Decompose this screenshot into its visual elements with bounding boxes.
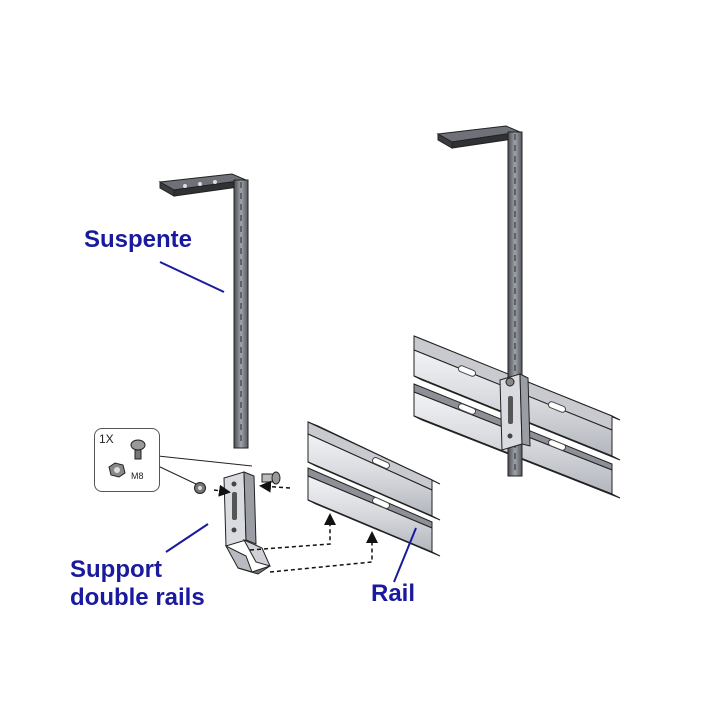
rail-leader-line: [393, 527, 417, 583]
hardware-callout: 1X M8: [94, 428, 160, 492]
assembly-arrow: [249, 513, 336, 551]
bolt-nut-icon: [108, 439, 146, 478]
nut-left: [194, 482, 206, 494]
support-bracket-left: [223, 471, 271, 575]
support-label-line1: Support: [70, 556, 162, 583]
assembled-view: [413, 125, 621, 499]
assembly-arrow: [213, 484, 231, 497]
callout-leader: [157, 455, 253, 467]
support-double-rails-label: Support double rails: [70, 556, 205, 612]
rail-left: [307, 421, 441, 557]
rail-label: Rail: [371, 580, 416, 607]
hardware-quantity: 1X: [99, 432, 114, 446]
callout-leader: [157, 465, 197, 485]
support-leader-line: [165, 523, 209, 553]
bolt-size-label: M8: [131, 471, 144, 481]
assembly-arrow: [259, 480, 291, 493]
assembly-arrow: [269, 531, 378, 573]
suspente-label: Suspente: [84, 226, 193, 253]
bolt-left: [261, 471, 281, 485]
suspente-leader-line: [159, 261, 225, 293]
suspente-hanger-left: [158, 173, 249, 449]
support-label-line2: double rails: [70, 584, 205, 611]
